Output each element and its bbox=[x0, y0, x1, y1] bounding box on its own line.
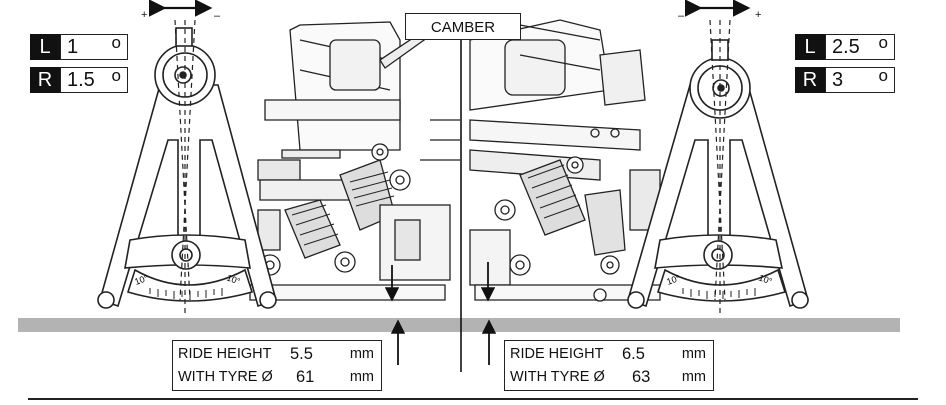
left-gauge-l-value: 1 bbox=[67, 36, 79, 58]
tyre-value-left[interactable]: 61 bbox=[296, 368, 315, 386]
right-gauge-r-tag: R bbox=[795, 67, 825, 93]
camber-gauge-left bbox=[97, 19, 277, 315]
tyre-unit-right: mm bbox=[681, 369, 706, 385]
left-gauge-r-value: 1.5 bbox=[67, 69, 95, 91]
ride-height-label-left: RIDE HEIGHT bbox=[178, 346, 272, 362]
camber-title: CAMBER bbox=[405, 13, 521, 40]
right-gauge-l-tag: L bbox=[795, 34, 825, 60]
tyre-label-right: WITH TYRE Ø bbox=[510, 369, 605, 385]
right-plus-sign: + bbox=[755, 9, 762, 21]
right-gauge-l-unit: o bbox=[878, 33, 888, 52]
tyre-value-right[interactable]: 63 bbox=[632, 368, 651, 386]
gauge-left-angle-right: 10° bbox=[225, 272, 242, 286]
gauge-right-angle-left: 10° bbox=[665, 273, 682, 287]
right-gauge-l-field[interactable]: 2.5 o bbox=[825, 33, 895, 60]
left-gauge-l-unit: o bbox=[111, 33, 121, 52]
ride-height-value-right[interactable]: 6.5 bbox=[622, 345, 645, 363]
right-gauge-r-value: 3 bbox=[832, 69, 844, 91]
gauge-right-angle-right: 10° bbox=[757, 272, 774, 286]
tyre-label-left: WITH TYRE Ø bbox=[178, 369, 273, 385]
camber-gauge-right bbox=[627, 19, 809, 315]
left-minus-sign: – bbox=[214, 10, 221, 22]
left-plus-sign: + bbox=[141, 9, 148, 21]
ride-height-unit-right: mm bbox=[681, 346, 706, 362]
left-gauge-l-field[interactable]: 1 o bbox=[60, 33, 128, 60]
left-gauge-r-field[interactable]: 1.5 o bbox=[60, 66, 128, 93]
right-gauge-r-field[interactable]: 3 o bbox=[825, 66, 895, 93]
left-gauge-r-tag: R bbox=[30, 67, 60, 93]
left-gauge-l-tag: L bbox=[30, 34, 60, 60]
chassis-right bbox=[469, 19, 661, 302]
left-gauge-r-unit: o bbox=[111, 66, 121, 85]
ride-height-box-left: RIDE HEIGHT 5.5 mm WITH TYRE Ø 61 mm bbox=[172, 340, 382, 391]
gauge-left-angle-left: 10° bbox=[133, 273, 150, 287]
ride-height-label-right: RIDE HEIGHT bbox=[510, 346, 604, 362]
chassis-left bbox=[249, 19, 460, 301]
ride-height-value-left[interactable]: 5.5 bbox=[290, 345, 313, 363]
tyre-unit-left: mm bbox=[349, 369, 374, 385]
ride-height-arrows bbox=[384, 262, 497, 365]
right-gauge-r-unit: o bbox=[878, 66, 888, 85]
ground-bar bbox=[18, 318, 900, 332]
right-gauge-l-value: 2.5 bbox=[832, 36, 860, 58]
ride-height-box-right: RIDE HEIGHT 6.5 mm WITH TYRE Ø 63 mm bbox=[504, 340, 714, 391]
ride-height-unit-left: mm bbox=[349, 346, 374, 362]
right-minus-sign: – bbox=[678, 10, 685, 22]
